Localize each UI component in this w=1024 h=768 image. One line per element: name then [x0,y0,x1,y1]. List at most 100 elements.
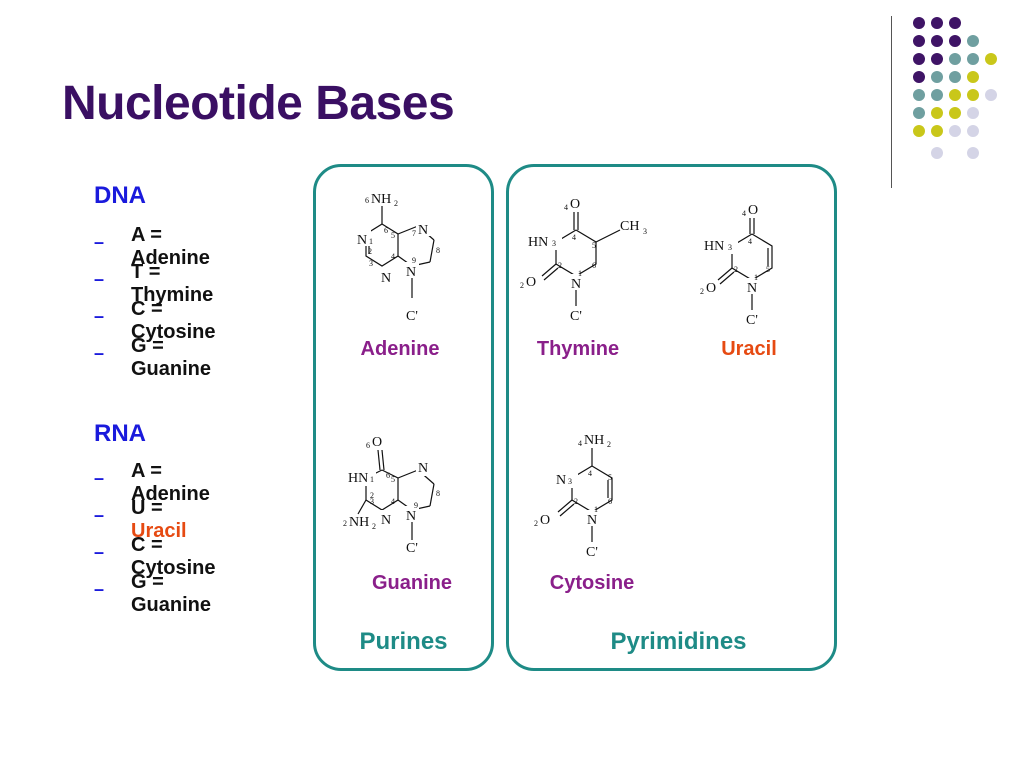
svg-text:5: 5 [391,231,395,240]
svg-text:3: 3 [728,243,732,252]
svg-text:N: N [381,271,391,286]
svg-text:1: 1 [370,475,374,484]
svg-text:C': C' [746,313,758,328]
svg-text:N: N [406,265,416,280]
svg-text:3: 3 [370,497,374,506]
list-item: – U = Uracil [94,497,187,542]
svg-text:N: N [556,473,566,488]
dna-heading: DNA [94,182,146,209]
svg-text:3: 3 [369,259,373,268]
svg-text:6: 6 [386,471,390,480]
bullet-dash: – [94,542,105,562]
divider-line [891,16,892,188]
svg-text:8: 8 [436,489,440,498]
svg-text:C': C' [406,309,418,324]
dna-list: DNA – A = Adenine – T = Thymine – C = Cy… [94,182,215,380]
svg-text:9: 9 [414,501,418,510]
svg-text:2: 2 [558,261,562,270]
svg-text:2: 2 [368,247,372,256]
svg-text:C': C' [570,309,582,324]
bullet-dash: – [94,232,105,252]
thymine-label: Thymine [536,338,620,360]
svg-text:5: 5 [608,473,612,482]
svg-text:6: 6 [592,261,596,270]
svg-text:N: N [381,513,391,528]
svg-text:O: O [570,197,580,212]
list-item-prefix: U = [131,497,163,519]
purines-label: Purines [359,628,448,655]
dot-row-1 [913,17,961,29]
svg-text:HN: HN [704,239,724,254]
svg-text:CH: CH [620,219,639,234]
svg-text:4: 4 [572,233,576,242]
svg-text:2: 2 [700,287,704,296]
guanine-label: Guanine [371,572,452,594]
svg-text:5: 5 [766,265,770,274]
svg-text:5: 5 [391,475,395,484]
svg-text:3: 3 [552,239,556,248]
svg-text:7: 7 [412,229,416,238]
list-item: – C = Cytosine [94,298,215,343]
pyrimidines-label: Pyrimidines [610,628,747,655]
rna-list: RNA – A = Adenine – U = Uracil – C = Cyt… [94,420,215,616]
svg-text:N: N [357,233,367,248]
bullet-dash: – [94,579,105,599]
svg-text:O: O [540,513,550,528]
svg-text:2: 2 [520,281,524,290]
svg-text:N: N [587,513,597,528]
list-item-name: Cytosine [131,557,216,579]
svg-text:O: O [526,275,536,290]
bullet-dash: – [94,468,105,488]
svg-text:2: 2 [394,199,398,208]
list-item-text: T = Thymine [131,261,214,306]
svg-text:1: 1 [369,237,373,246]
svg-text:5: 5 [592,241,596,250]
svg-text:HN: HN [528,235,548,250]
list-item: – A = Adenine [94,460,210,505]
svg-text:6: 6 [366,441,370,450]
list-item-text: G = Guanine [131,335,212,380]
svg-text:2: 2 [370,491,374,500]
svg-text:6: 6 [384,226,388,235]
svg-text:4: 4 [391,497,395,506]
rna-heading: RNA [94,420,146,447]
svg-text:N: N [571,277,581,292]
svg-text:C': C' [406,541,418,556]
svg-text:3: 3 [643,227,647,236]
svg-text:N: N [418,461,428,476]
svg-text:4: 4 [588,469,592,478]
svg-text:8: 8 [436,246,440,255]
svg-text:1: 1 [754,273,758,282]
svg-text:N: N [418,223,428,238]
svg-text:C': C' [586,545,598,560]
svg-text:O: O [748,203,758,218]
svg-text:2: 2 [372,522,376,531]
svg-text:3: 3 [568,477,572,486]
svg-text:O: O [372,435,382,450]
list-item: – C = Cytosine [94,534,215,579]
bullet-dash: – [94,306,105,326]
bullet-dash: – [94,269,105,289]
svg-text:6: 6 [365,196,369,205]
svg-text:O: O [706,281,716,296]
bullet-dash: – [94,505,105,525]
svg-text:2: 2 [534,519,538,528]
svg-text:NH: NH [584,433,604,448]
svg-text:9: 9 [412,256,416,265]
svg-text:6: 6 [608,497,612,506]
list-item: – A = Adenine [94,224,210,269]
svg-text:2: 2 [734,265,738,274]
svg-text:1: 1 [594,505,598,514]
svg-text:NH: NH [349,515,369,530]
list-item-text: C = Cytosine [131,298,216,343]
svg-text:N: N [747,281,757,296]
svg-text:2: 2 [607,440,611,449]
svg-text:NH: NH [371,192,391,207]
cytosine-label: Cytosine [549,572,635,594]
list-item-text: A = Adenine [131,224,210,269]
